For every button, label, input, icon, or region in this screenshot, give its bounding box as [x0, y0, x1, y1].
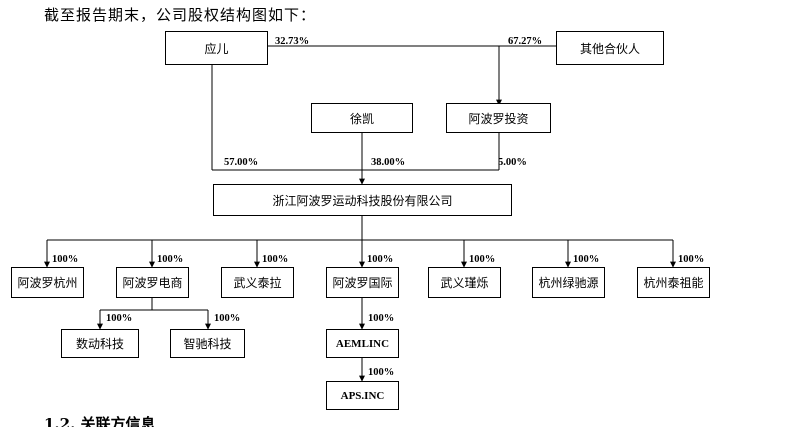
pct-lvchiyuan: 100%	[573, 254, 600, 265]
pct-aps: 100%	[368, 367, 395, 378]
pct-hangzhou: 100%	[52, 254, 79, 265]
subsidiary-taizuneng: 杭州泰祖能	[637, 267, 710, 298]
pct-intl: 100%	[367, 254, 394, 265]
cropped-section-heading: 1.2. 关联方信息	[44, 415, 156, 427]
pct-zhichi: 100%	[214, 313, 241, 324]
pct-ying-company: 57.00%	[224, 157, 259, 168]
pct-jinshuo: 100%	[469, 254, 496, 265]
pct-taizuneng: 100%	[678, 254, 705, 265]
subsidiary-shudong: 数动科技	[61, 329, 139, 358]
subsidiary-lvchiyuan: 杭州绿驰源	[532, 267, 605, 298]
pct-xu-company: 38.00%	[371, 157, 406, 168]
shareholder-others: 其他合伙人	[556, 31, 664, 65]
company-box: 浙江阿波罗运动科技股份有限公司	[213, 184, 512, 216]
pct-ying-apollo: 32.73%	[275, 36, 310, 47]
subsidiary-jinshuo: 武义瑾烁	[428, 267, 501, 298]
subsidiary-zhichi: 智驰科技	[170, 329, 245, 358]
shareholder-ying-er: 应儿	[165, 31, 268, 65]
shareholder-xu-kai: 徐凯	[311, 103, 413, 133]
pct-others-apollo: 67.27%	[508, 36, 543, 47]
subsidiary-ecommerce: 阿波罗电商	[116, 267, 189, 298]
subsidiary-intl: 阿波罗国际	[326, 267, 399, 298]
pct-apollo-company: 5.00%	[498, 157, 527, 168]
pct-aeml: 100%	[368, 313, 395, 324]
subsidiary-taila: 武义泰拉	[221, 267, 294, 298]
pct-shudong: 100%	[106, 313, 133, 324]
pct-taila: 100%	[262, 254, 289, 265]
pct-ecommerce: 100%	[157, 254, 184, 265]
shareholder-apollo-invest: 阿波罗投资	[446, 103, 551, 133]
subsidiary-hangzhou: 阿波罗杭州	[11, 267, 84, 298]
subsidiary-aeml: AEMLINC	[326, 329, 399, 358]
intro-text: 截至报告期末，公司股权结构图如下：	[44, 6, 317, 24]
subsidiary-aps: APS.INC	[326, 381, 399, 410]
